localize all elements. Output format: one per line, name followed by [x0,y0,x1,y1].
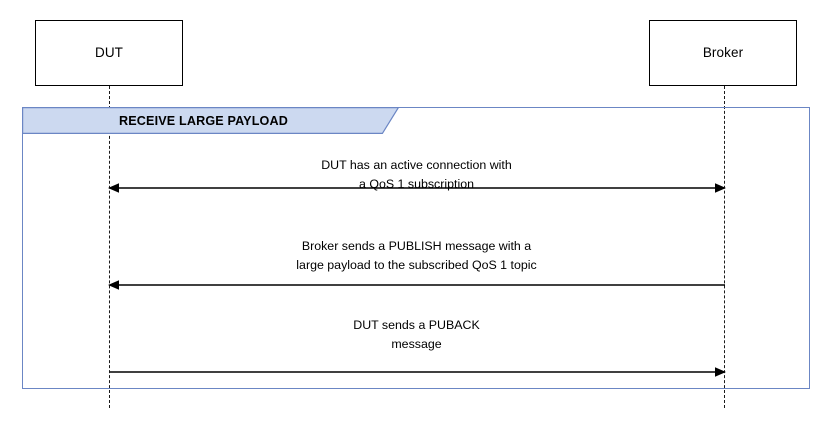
fragment-tab[interactable]: RECEIVE LARGE PAYLOAD [22,107,399,134]
lifeline-broker [724,86,725,408]
participant-dut-label: DUT [94,45,124,61]
message-arrow-active-connection [105,181,729,195]
message-arrow-publish [105,278,729,292]
message-arrow-puback [105,365,729,379]
fragment-frame [22,107,810,389]
lifeline-dut [109,86,110,408]
participant-dut[interactable]: DUT [35,20,183,86]
participant-broker[interactable]: Broker [649,20,797,86]
message-label-publish: Broker sends a PUBLISH message with a la… [296,239,537,272]
message-label-puback: DUT sends a PUBACK message [353,318,480,351]
message-label-active-connection: DUT has an active connection with a QoS … [321,158,512,191]
fragment-title: RECEIVE LARGE PAYLOAD [119,113,288,128]
participant-broker-label: Broker [702,45,744,61]
